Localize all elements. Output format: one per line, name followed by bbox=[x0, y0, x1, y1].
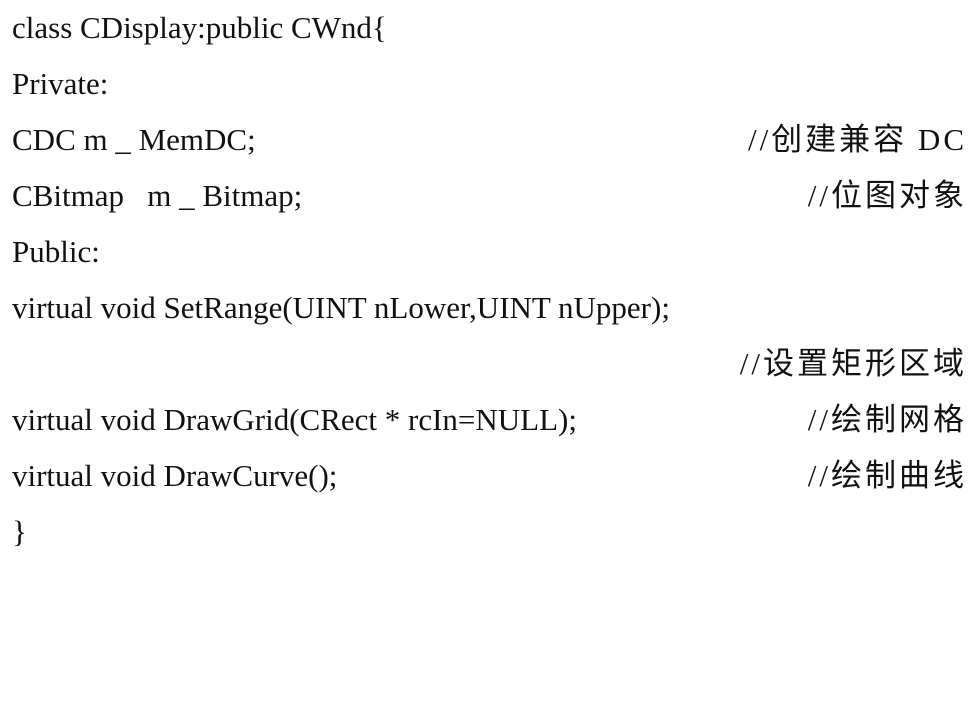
code-line: virtual void DrawCurve(); //绘制曲线 bbox=[12, 448, 967, 504]
code-comment: //位图对象 bbox=[807, 178, 967, 213]
code-comment: //绘制网格 bbox=[807, 402, 967, 437]
code-text: class CDisplay:public CWnd{ bbox=[12, 10, 387, 45]
code-line: Public: bbox=[12, 224, 967, 280]
code-comment: //设置矩形区域 bbox=[739, 346, 967, 381]
code-text: virtual void DrawGrid(CRect * rcIn=NULL)… bbox=[12, 402, 577, 437]
code-comment: //绘制曲线 bbox=[807, 458, 967, 493]
code-text: Public: bbox=[12, 234, 100, 269]
code-text: CBitmap m _ Bitmap; bbox=[12, 178, 303, 213]
code-text: virtual void DrawCurve(); bbox=[12, 458, 338, 493]
code-line: class CDisplay:public CWnd{ bbox=[12, 0, 967, 56]
code-text: CDC m _ MemDC; bbox=[12, 122, 256, 157]
code-text: virtual void SetRange(UINT nLower,UINT n… bbox=[12, 290, 670, 325]
code-line: virtual void SetRange(UINT nLower,UINT n… bbox=[12, 280, 967, 336]
code-listing: class CDisplay:public CWnd{ Private: CDC… bbox=[12, 0, 967, 560]
code-line: CDC m _ MemDC; //创建兼容 DC bbox=[12, 112, 967, 168]
code-text: } bbox=[12, 514, 27, 549]
code-text: Private: bbox=[12, 66, 109, 101]
code-line: virtual void DrawGrid(CRect * rcIn=NULL)… bbox=[12, 392, 967, 448]
code-line: //设置矩形区域 bbox=[12, 336, 967, 392]
code-line: CBitmap m _ Bitmap; //位图对象 bbox=[12, 168, 967, 224]
code-line: Private: bbox=[12, 56, 967, 112]
code-line: } bbox=[12, 504, 967, 560]
code-comment: //创建兼容 DC bbox=[747, 122, 967, 157]
